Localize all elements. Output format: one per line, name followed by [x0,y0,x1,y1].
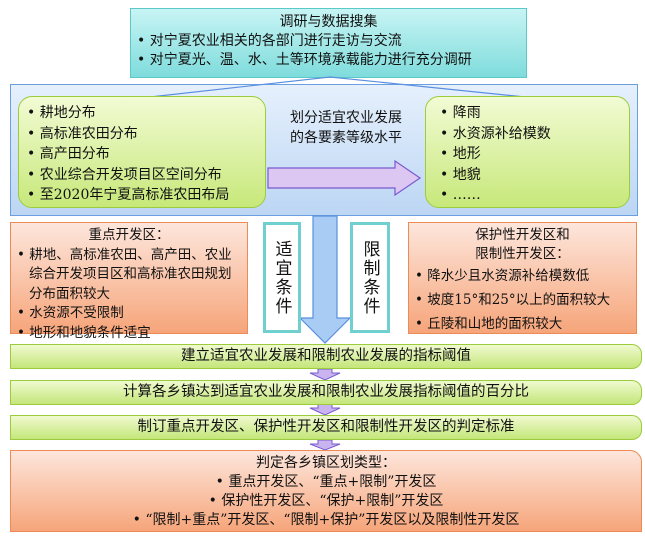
final-item: • “限制+重点”开发区、“限制+保护”开发区以及限制性开发区 [132,512,520,528]
step-arrow-icon [309,368,341,381]
factor-item: 高产田分布 [27,144,257,165]
factor-item: 地形 [440,144,621,165]
final-item: • 重点开发区、“重点+限制”开发区 [215,474,437,490]
factor-item: 地貌 [440,165,621,186]
factor-item: 至2020年宁夏高标准农田布局 [27,185,257,206]
research-title: 调研与数据搜集 [279,14,378,30]
land-factors-box: 耕地分布 高标准农田分布 高产田分布 农业综合开发项目区空间分布 至2020年宁… [18,96,266,208]
research-item: • 对宁夏农业相关的各部门进行走访与交流 [137,33,402,49]
key-zone-item: 地形和地貌条件适宜 [17,324,241,344]
middle-label: 划分适宜农业发展 的各要素等级水平 [276,108,416,148]
step-arrow-icon [309,439,341,451]
factor-item: 高标准农田分布 [27,124,257,145]
restrict-condition-label: 限制条件 [350,222,390,333]
step-percentage: 计算各乡镇达到适宜农业发展和限制农业发展指标阈值的百分比 [10,380,642,405]
factor-item: 耕地分布 [27,103,257,124]
protect-zone-title: 限制性开发区： [475,246,570,262]
step-threshold: 建立适宜农业发展和限制农业发展的指标阈值 [10,344,642,369]
middle-label-line: 的各要素等级水平 [290,130,402,146]
factor-item: …… [440,185,621,206]
natural-factors-box: 降雨 水资源补给模数 地形 地貌 …… [425,96,630,208]
key-zone-item: 耕地、高标准农田、高产田、农业综合开发项目区和高标准农田规划分布面积较大 [17,246,241,305]
factor-item: 水资源补给模数 [440,124,621,145]
factor-item: 降雨 [440,103,621,124]
step-arrow-icon [309,403,341,416]
suitable-condition-label: 适宜条件 [263,222,301,333]
step-criteria: 制订重点开发区、保护性开发区和限制性开发区的判定标准 [10,415,642,440]
factor-item: 农业综合开发项目区空间分布 [27,165,257,186]
protect-zone-item: 丘陵和山地的面积较大 [415,312,630,336]
research-item: • 对宁夏光、温、水、土等环境承载能力进行充分调研 [137,52,472,68]
key-zone-title: 重点开发区： [88,227,170,243]
final-item: • 保护性开发区、“保护+限制”开发区 [208,493,444,509]
down-arrow-icon [298,215,352,344]
protect-zone-box: 保护性开发区和 限制性开发区： 降水少且水资源补给模数低 坡度15°和25°以上… [408,222,637,334]
key-zone-box: 重点开发区： 耕地、高标准农田、高产田、农业综合开发项目区和高标准农田规划分布面… [10,222,248,341]
protect-zone-item: 降水少且水资源补给模数低 [415,264,630,288]
final-title: 判定各乡镇区划类型： [256,455,396,471]
key-zone-item: 水资源不受限制 [17,304,241,324]
right-arrow-icon [267,159,422,197]
middle-label-line: 划分适宜农业发展 [290,110,402,126]
protect-zone-item: 坡度15°和25°以上的面积较大 [415,288,630,312]
final-classification-box: 判定各乡镇区划类型： • 重点开发区、“重点+限制”开发区 • 保护性开发区、“… [10,450,642,532]
protect-zone-title: 保护性开发区和 [475,227,570,243]
research-box: 调研与数据搜集 • 对宁夏农业相关的各部门进行走访与交流 • 对宁夏光、温、水、… [130,8,527,78]
